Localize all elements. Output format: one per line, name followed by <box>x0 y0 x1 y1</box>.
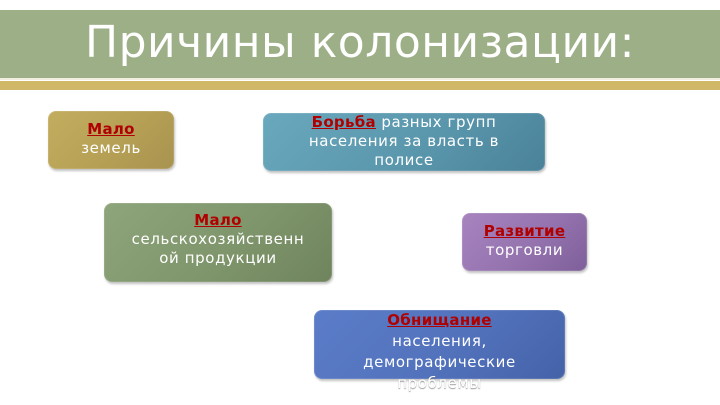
cause-text: проблемы <box>397 374 482 392</box>
cause-text: полисе <box>374 151 434 169</box>
title-bar: Причины колонизации: <box>0 10 720 78</box>
cause-text: ой продукции <box>159 249 277 267</box>
cause-box-little-produce: Мало сельскохозяйственн ой продукции <box>104 203 332 282</box>
cause-text: торговли <box>485 241 564 259</box>
cause-keyword: Мало <box>194 211 242 229</box>
cause-text: земель <box>81 139 141 157</box>
cause-text: демографические <box>363 353 516 371</box>
title-divider-light <box>0 78 720 80</box>
cause-box-power-struggle: Борьба разных групп населения за власть … <box>263 113 545 171</box>
cause-box-little-land: Мало земель <box>48 111 174 169</box>
cause-box-impoverishment: Обнищание населения, демографические про… <box>314 310 565 392</box>
cause-text: населения за власть в <box>308 132 500 150</box>
cause-keyword: Борьба <box>311 113 376 131</box>
slide-title: Причины колонизации: <box>85 17 635 68</box>
cause-keyword: Обнищание <box>387 311 492 329</box>
title-divider-gold <box>0 81 720 90</box>
cause-box-trade-development: Развитие торговли <box>462 213 587 271</box>
cause-text: населения, <box>392 332 487 350</box>
cause-text: разных групп <box>375 113 497 131</box>
cause-text: сельскохозяйственн <box>131 230 305 248</box>
cause-keyword: Развитие <box>483 222 566 240</box>
cause-keyword: Мало <box>87 120 135 138</box>
